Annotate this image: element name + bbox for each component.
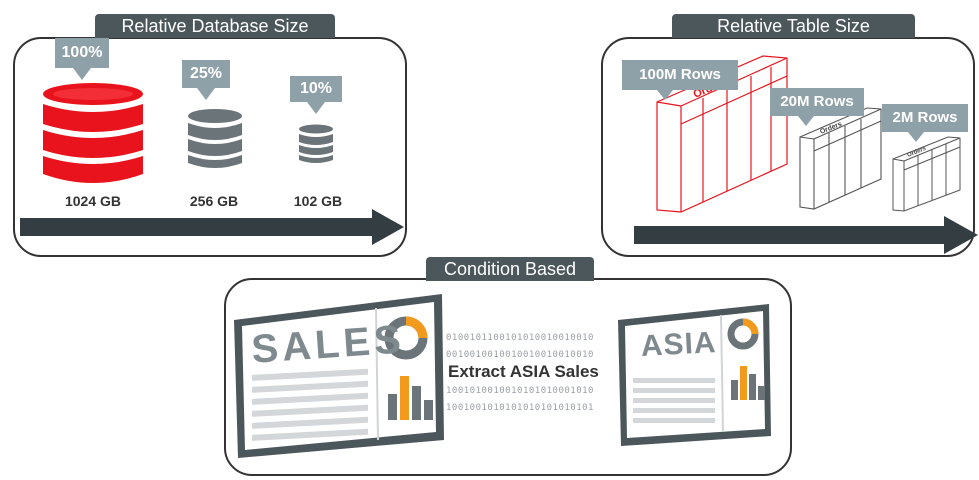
- database-cylinder-medium-icon: [188, 109, 242, 168]
- database-cylinder-large-icon: [43, 83, 143, 183]
- rows-callout-20m: 20M Rows: [770, 88, 864, 126]
- asia-report-screen-icon: [618, 304, 771, 446]
- size-scale-arrow-icon: [20, 209, 404, 245]
- database-size-title: Relative Database Size: [95, 14, 335, 38]
- binary-line-2: 0010010010010010010010010: [446, 350, 594, 360]
- table-small-icon: Orders: [892, 136, 961, 212]
- percent-callout-100: 100%: [55, 38, 109, 80]
- table-size-title: Relative Table Size: [672, 14, 915, 38]
- table-small-name: Orders: [907, 146, 928, 159]
- extract-asia-sales-label: Extract ASIA Sales: [446, 362, 601, 382]
- binary-line-1: 0100101100101010010010010: [446, 333, 594, 343]
- table-medium-icon: Orders: [799, 107, 882, 210]
- sales-report-screen-icon: [234, 294, 444, 458]
- size-label-1024: 1024 GB: [64, 193, 122, 209]
- rows-callout-2m: 2M Rows: [882, 104, 968, 142]
- database-cylinder-small-icon: [299, 124, 333, 163]
- binary-line-4: 1001001010101010101010101: [446, 403, 594, 413]
- rows-callout-100m: 100M Rows: [622, 60, 738, 100]
- table-scale-arrow-icon: [634, 216, 978, 254]
- size-label-102: 102 GB: [293, 193, 343, 209]
- size-label-256: 256 GB: [189, 193, 239, 209]
- percent-callout-25: 25%: [182, 60, 230, 100]
- asia-screen-label: ASIA: [640, 326, 718, 363]
- binary-line-3: 1001010010010101010001010: [446, 386, 594, 396]
- percent-callout-10: 10%: [290, 76, 342, 114]
- condition-based-title: Condition Based: [426, 257, 594, 281]
